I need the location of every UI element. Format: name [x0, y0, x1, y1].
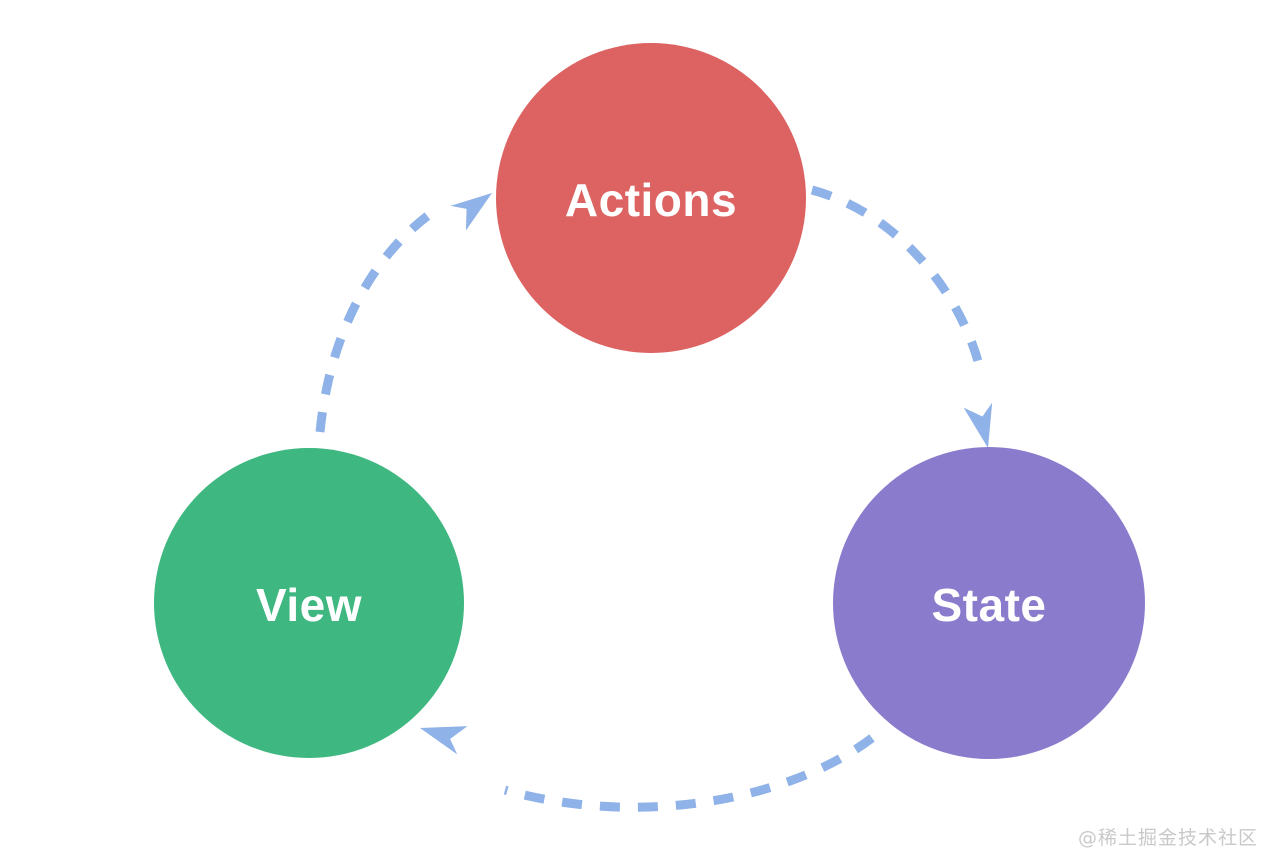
- edge-state-to-view-path: [503, 734, 875, 812]
- edge-view-to-actions-path: [315, 203, 443, 433]
- node-actions[interactable]: Actions: [496, 43, 806, 353]
- edge-state-to-view: [420, 726, 875, 812]
- watermark-text: @稀土掘金技术社区: [1077, 827, 1258, 849]
- node-state-circle[interactable]: [833, 447, 1145, 759]
- node-view[interactable]: View: [154, 448, 464, 758]
- node-actions-circle[interactable]: [496, 43, 806, 353]
- edge-actions-to-state: [810, 185, 993, 448]
- node-view-label: View: [256, 579, 362, 631]
- edge-view-to-actions: [315, 193, 492, 433]
- node-view-circle[interactable]: [154, 448, 464, 758]
- arrowhead-into-actions-icon: [450, 193, 492, 231]
- node-state[interactable]: State: [833, 447, 1145, 759]
- node-state-label: State: [932, 579, 1047, 631]
- arrowhead-into-view-icon: [420, 726, 468, 755]
- arrowhead-into-state-icon: [963, 402, 993, 448]
- edge-actions-to-state-path: [810, 185, 987, 379]
- node-actions-label: Actions: [565, 174, 737, 226]
